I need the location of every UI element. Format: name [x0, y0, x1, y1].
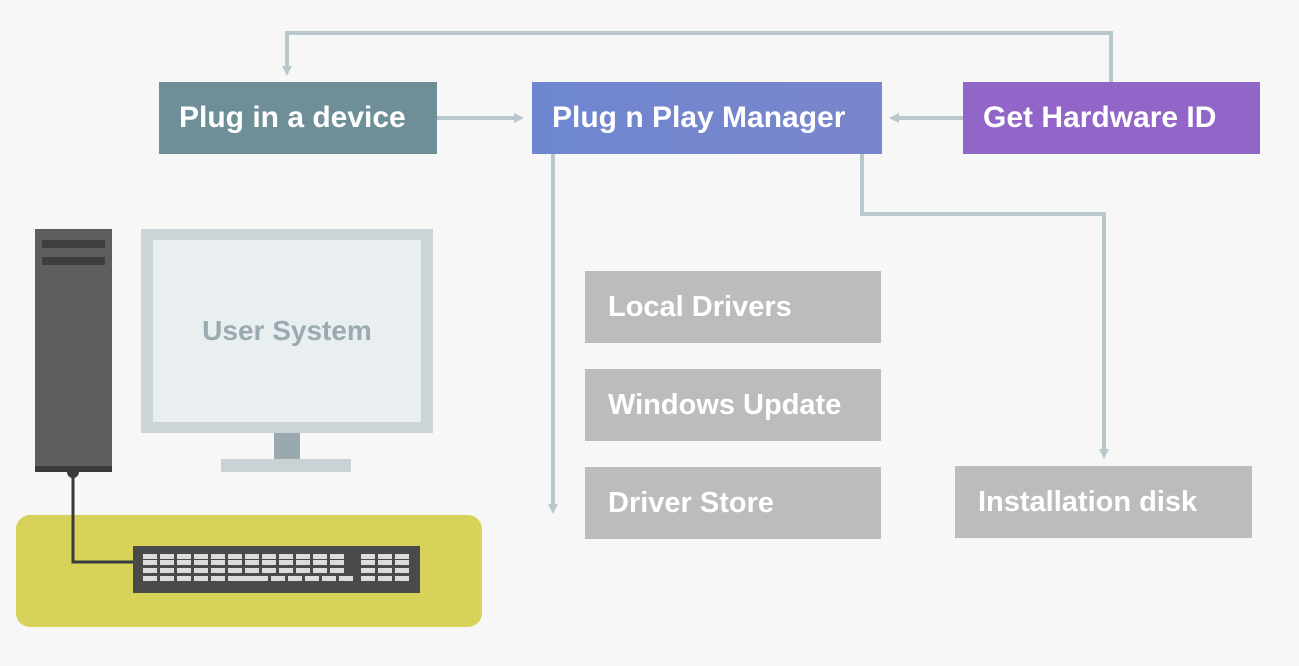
monitor-screen: User System: [153, 240, 421, 422]
monitor-icon: User System: [141, 229, 433, 433]
key: [305, 576, 319, 581]
key: [378, 568, 392, 573]
key: [378, 560, 392, 565]
key: [194, 554, 208, 559]
monitor-neck: [274, 433, 300, 459]
hardware-id-label: Get Hardware ID: [983, 101, 1217, 134]
key: [228, 554, 242, 559]
pnp-manager-node: Plug n Play Manager: [532, 82, 882, 154]
user-system-label: User System: [202, 315, 372, 346]
key: [177, 576, 191, 581]
key: [160, 568, 174, 573]
drive-slot: [42, 257, 105, 265]
arrow-hwid-to-plug: [282, 31, 1113, 82]
key: [211, 560, 225, 565]
key: [245, 554, 259, 559]
key: [262, 560, 276, 565]
installation-disk-label: Installation disk: [978, 485, 1198, 518]
local-drivers-source: Local Drivers: [585, 271, 881, 343]
key: [279, 568, 293, 573]
key: [296, 560, 310, 565]
key: [361, 576, 375, 581]
key: [313, 560, 327, 565]
key: [211, 554, 225, 559]
driver-store-source: Driver Store: [585, 467, 881, 539]
keyboard-keys: [143, 554, 409, 581]
key: [361, 560, 375, 565]
installation-disk-source: Installation disk: [955, 466, 1252, 538]
key: [211, 568, 225, 573]
key: [378, 576, 392, 581]
key: [395, 560, 409, 565]
key: [194, 560, 208, 565]
key: [211, 576, 225, 581]
local-drivers-label: Local Drivers: [608, 290, 792, 323]
key: [194, 576, 208, 581]
key: [279, 560, 293, 565]
key: [177, 554, 191, 559]
key: [160, 554, 174, 559]
key: [177, 568, 191, 573]
key: [395, 576, 409, 581]
key: [160, 576, 174, 581]
monitor-foot: [221, 459, 351, 472]
windows-update-label: Windows Update: [608, 388, 842, 421]
key: [361, 568, 375, 573]
key: [143, 554, 157, 559]
key: [271, 576, 285, 581]
key: [330, 568, 344, 573]
key: [228, 568, 242, 573]
key: [143, 576, 157, 581]
key: [395, 568, 409, 573]
plug-in-device-node: Plug in a device: [159, 82, 437, 154]
key: [160, 560, 174, 565]
key: [395, 554, 409, 559]
key: [313, 568, 327, 573]
plug-in-device-label: Plug in a device: [179, 101, 406, 134]
key: [330, 560, 344, 565]
arrow-pnp-to-disk: [860, 154, 1109, 459]
key: [330, 554, 344, 559]
windows-update-source: Windows Update: [585, 369, 881, 441]
key: [322, 576, 336, 581]
computer-tower-icon: [35, 229, 112, 468]
key: [262, 568, 276, 573]
key: [279, 554, 293, 559]
key: [228, 560, 242, 565]
key: [228, 576, 268, 581]
driver-store-label: Driver Store: [608, 486, 775, 519]
key: [296, 554, 310, 559]
key: [143, 560, 157, 565]
pnp-manager-label: Plug n Play Manager: [552, 101, 846, 134]
drive-slot: [42, 240, 105, 248]
key: [262, 554, 276, 559]
key: [194, 568, 208, 573]
key: [296, 568, 310, 573]
key: [361, 554, 375, 559]
keyboard-icon: [133, 546, 420, 593]
key: [288, 576, 302, 581]
key: [339, 576, 353, 581]
hardware-id-node: Get Hardware ID: [963, 82, 1260, 154]
key: [245, 560, 259, 565]
key: [245, 568, 259, 573]
key: [177, 560, 191, 565]
key: [313, 554, 327, 559]
key: [378, 554, 392, 559]
key: [143, 568, 157, 573]
